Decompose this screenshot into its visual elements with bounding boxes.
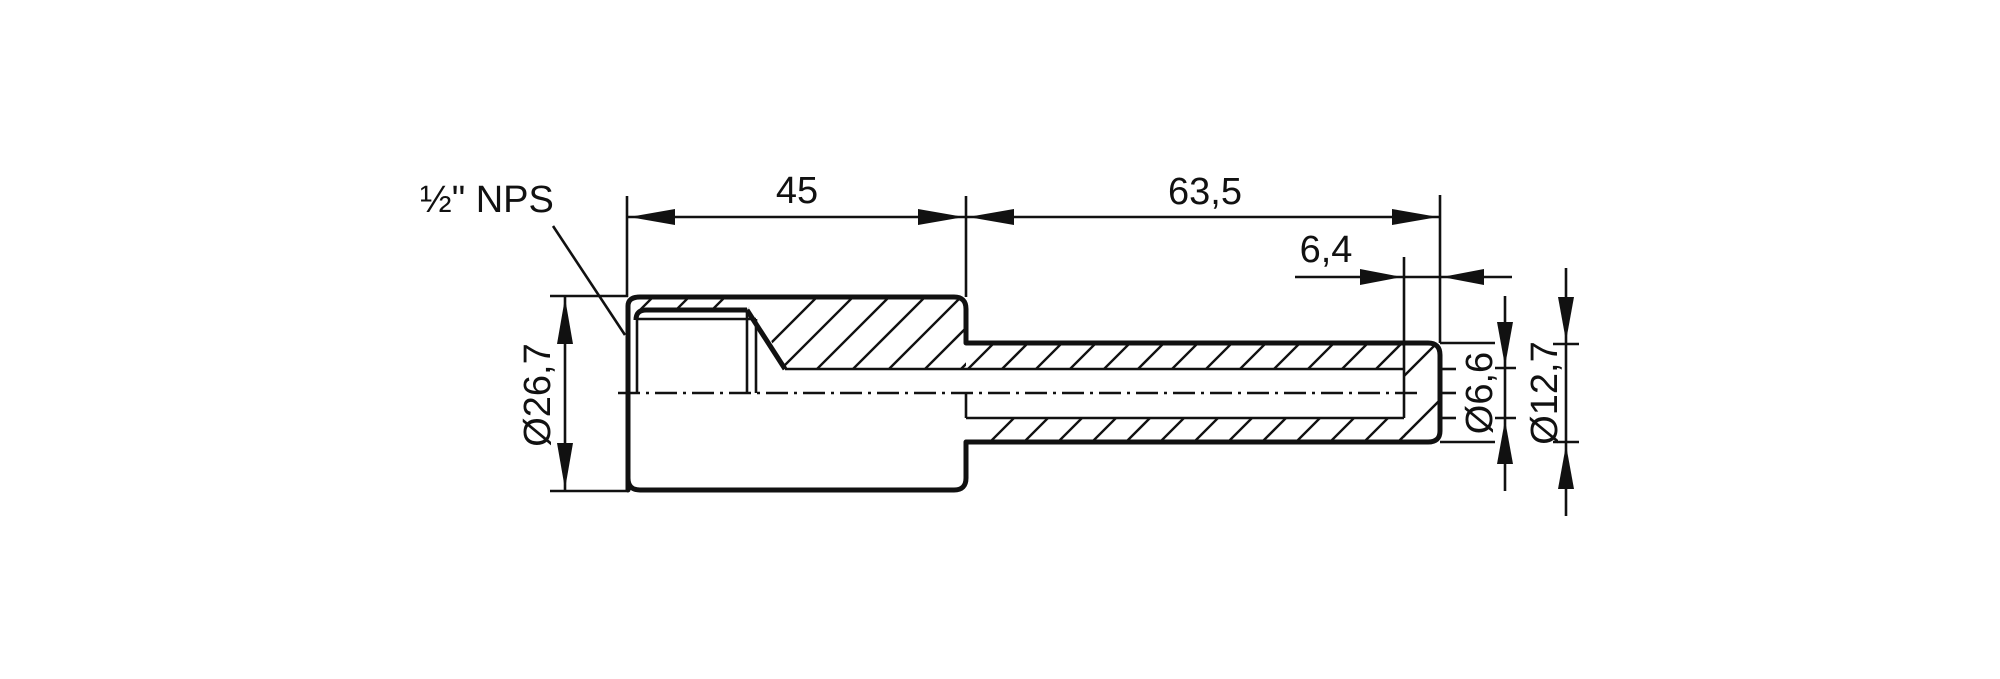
- dimension-label-6-6: Ø6,6: [1459, 352, 1501, 434]
- dimension-bore-diameter: Ø6,6: [1440, 296, 1516, 491]
- dimension-tube-length: 63,5: [966, 171, 1442, 343]
- dimension-body-diameter: Ø26,7: [517, 294, 628, 493]
- dimension-label-12-7: Ø12,7: [1524, 341, 1566, 445]
- dimension-tube-diameter: Ø12,7: [1440, 268, 1579, 516]
- dimension-label-6-4: 6,4: [1300, 229, 1353, 271]
- thread-callout-label: ½" NPS: [420, 179, 554, 221]
- dimension-end-cap: 6,4: [1295, 229, 1512, 369]
- thread-detail: [635, 310, 968, 418]
- dimension-label-45: 45: [776, 170, 818, 212]
- dimension-label-26-7: Ø26,7: [517, 343, 559, 447]
- dimension-body-length: 45: [625, 170, 968, 297]
- thread-callout: ½" NPS: [420, 179, 627, 336]
- dimension-label-63-5: 63,5: [1168, 171, 1242, 213]
